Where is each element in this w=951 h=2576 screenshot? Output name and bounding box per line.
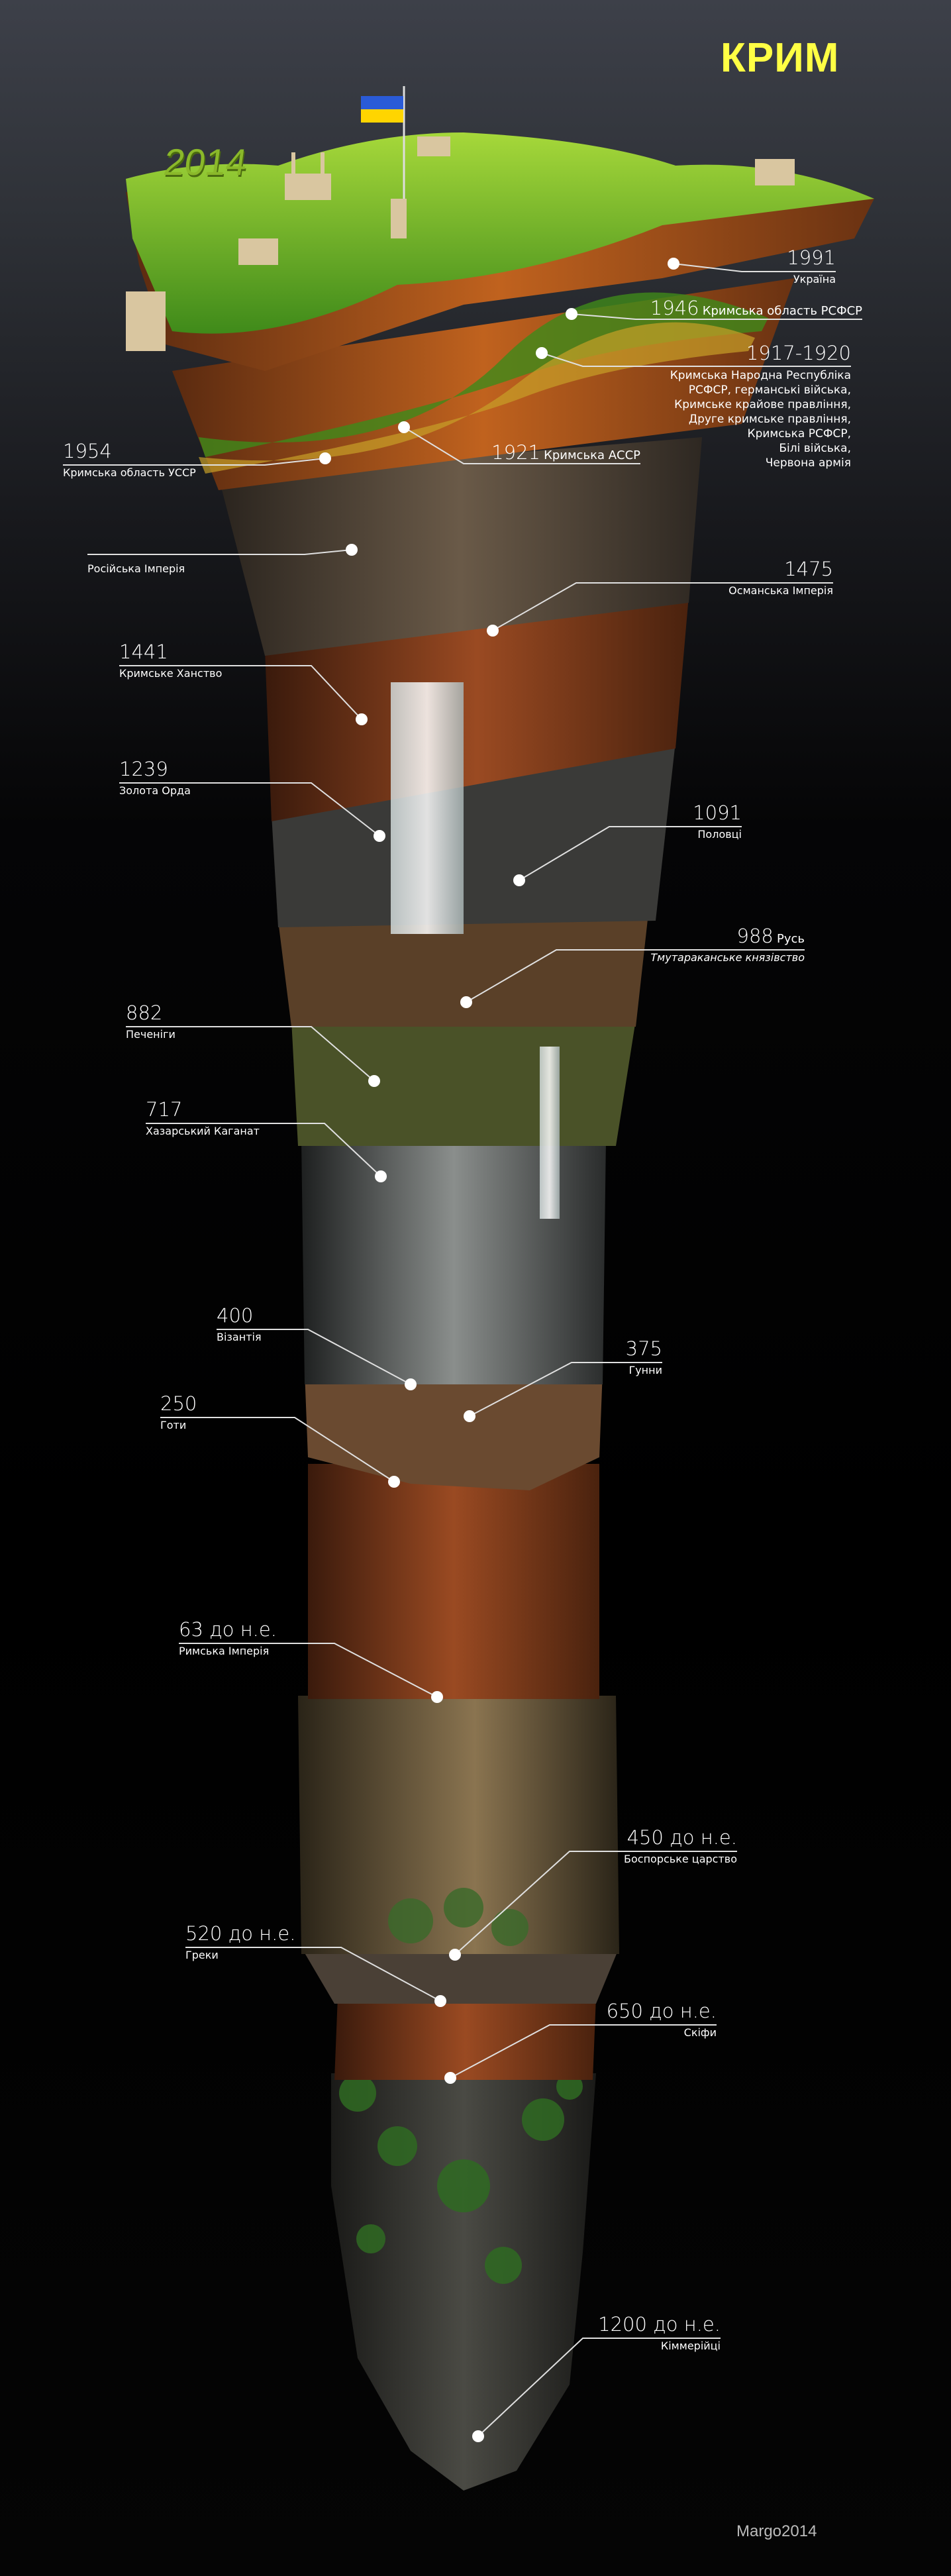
bushes-bosporan xyxy=(388,1888,528,1946)
event-label: Кіммерійці xyxy=(660,2340,721,2352)
event-year: 375 xyxy=(625,1337,662,1360)
event-label: Візантія xyxy=(217,1331,262,1343)
event-year: 1954 xyxy=(63,440,112,462)
layer-rus-earth xyxy=(278,907,649,1027)
event-label: Боспорське царство xyxy=(624,1853,737,1865)
island-buildings xyxy=(126,136,795,351)
layer-polovtsian-rock xyxy=(272,742,676,927)
event-label: Половці xyxy=(697,828,742,841)
event-label: Кримська Народна Республіка РСФСР, герма… xyxy=(670,369,851,470)
layer-russian-empire-rock xyxy=(219,437,702,656)
event-label: Золота Орда xyxy=(119,784,191,797)
event-year: 1475 xyxy=(784,558,833,580)
year-2014-sign: 2014 xyxy=(161,141,250,183)
event-label: Скіфи xyxy=(683,2026,717,2039)
waterfall-lower xyxy=(540,1047,560,1219)
author-signature: Margo2014 xyxy=(736,2522,817,2540)
layer-byzantine-stone xyxy=(301,1139,606,1384)
layer-greek-gravel xyxy=(301,1947,619,2004)
event-1200bc: 1200 до н.е. Кіммерійці xyxy=(598,2313,721,2353)
strata-yellow-band xyxy=(199,322,755,474)
page-title: КРИМ xyxy=(721,35,840,81)
event-year: 1991 xyxy=(787,246,836,269)
ukraine-flag-icon xyxy=(361,96,403,123)
event-year: 1200 до н.е. xyxy=(598,2313,721,2336)
layer-roman-redwood xyxy=(308,1464,599,1699)
event-year: 650 до н.е. xyxy=(606,2000,717,2022)
layer-bosporan-rock xyxy=(298,1696,619,1954)
layer-cimmerian-rock xyxy=(331,2073,596,2491)
event-sublabel: Тмутараканське князівство xyxy=(650,951,805,964)
event-650bc: 650 до н.е. Скіфи xyxy=(607,2000,717,2039)
event-label: Русь xyxy=(776,932,805,946)
event-year: 400 xyxy=(217,1304,254,1327)
event-label: Кримська АССР xyxy=(544,448,640,462)
event-markers xyxy=(319,258,679,2442)
event-label: Україна xyxy=(793,273,836,285)
event-label: Російська Імперія xyxy=(87,562,185,575)
event-label: Печеніги xyxy=(126,1028,175,1041)
event-year: 717 xyxy=(146,1098,183,1121)
event-label: Хазарський Каганат xyxy=(146,1125,260,1137)
leader-lines xyxy=(63,263,862,2437)
event-450bc: 450 до н.е. Боспорське царство xyxy=(624,1826,737,1866)
event-year: 520 до н.е. xyxy=(185,1922,296,1945)
event-year: 1091 xyxy=(693,801,742,824)
event-520bc: 520 до н.е. Греки xyxy=(185,1922,295,1962)
event-label: Готи xyxy=(160,1419,187,1431)
event-year: 250 xyxy=(160,1392,197,1415)
event-year: 1921 xyxy=(491,441,540,464)
event-1921: 1921 Кримська АССР xyxy=(491,441,640,464)
event-label: Римська Імперія xyxy=(179,1645,270,1657)
layer-goths-rubble xyxy=(305,1371,603,1490)
event-year: 450 до н.е. xyxy=(626,1826,737,1849)
layer-khazar-moss xyxy=(291,1020,636,1146)
layer-horde-redrock xyxy=(265,596,689,821)
event-year: 1239 xyxy=(119,758,168,780)
event-year: 988 xyxy=(736,925,774,947)
event-1946: 1946 Кримська область РСФСР xyxy=(650,297,862,319)
event-year: 1441 xyxy=(119,641,168,663)
event-label: Гунни xyxy=(628,1364,662,1376)
waterfall-upper xyxy=(391,682,464,934)
event-year: 882 xyxy=(126,1002,163,1024)
event-label: Греки xyxy=(185,1949,219,1961)
event-label: Кримська область УССР xyxy=(63,466,196,479)
event-label: Кримська область РСФСР xyxy=(702,304,862,318)
event-year: 1946 xyxy=(650,297,699,319)
layer-scythian-earth xyxy=(334,1997,596,2080)
event-label: Кримське Ханство xyxy=(119,667,223,680)
event-russian-empire: Російська Імперія xyxy=(87,558,185,576)
event-63bc: 63 до н.е. Римська Імперія xyxy=(179,1618,277,1658)
event-year: 1917-1920 xyxy=(746,342,851,364)
event-label: Османська Імперія xyxy=(728,584,833,597)
event-year: 63 до н.е. xyxy=(179,1618,277,1641)
